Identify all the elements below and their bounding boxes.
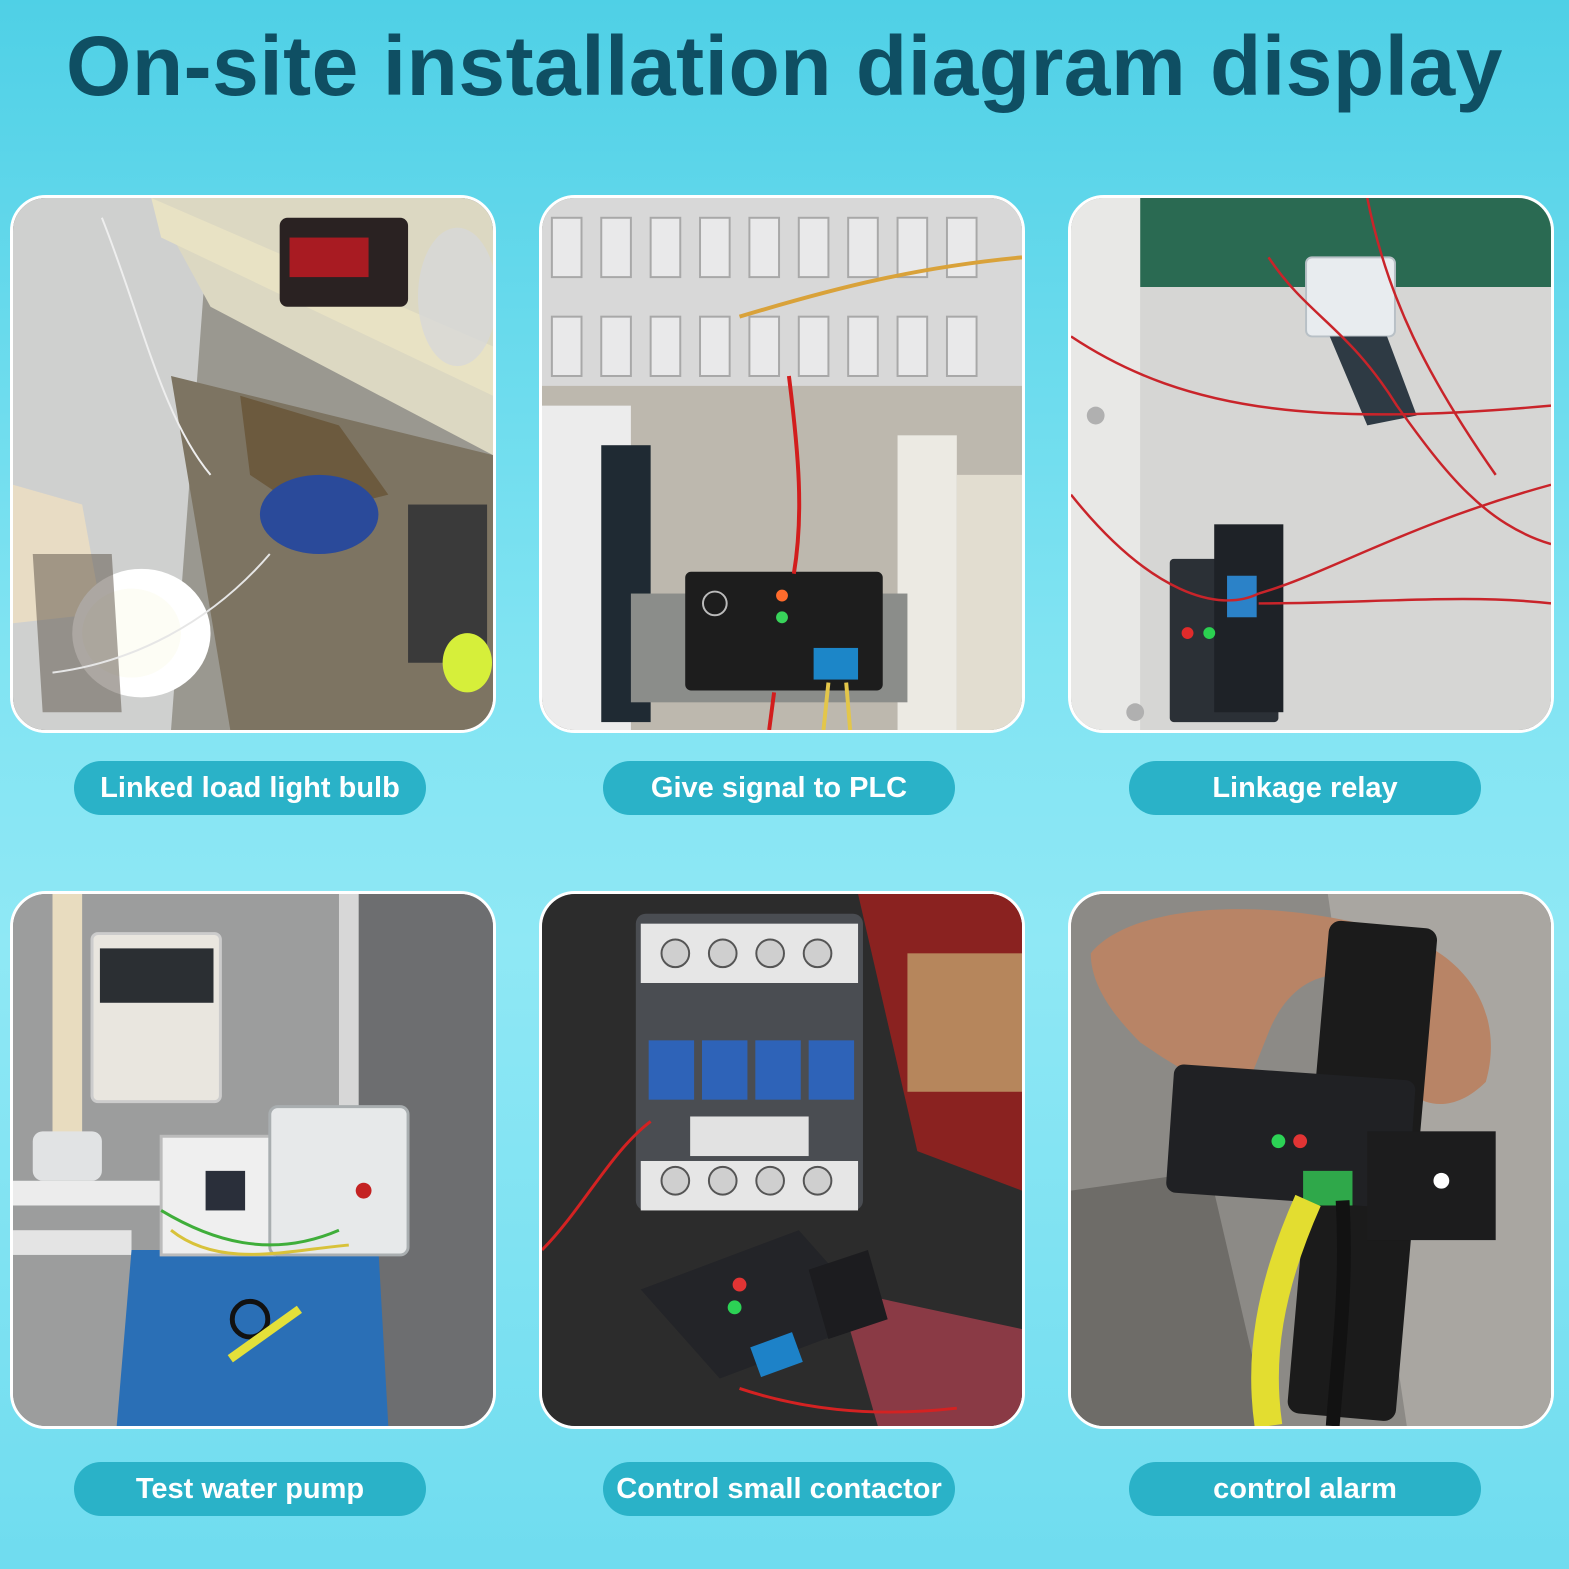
photo-control-alarm [1068,891,1554,1429]
page-title: On-site installation diagram display [66,19,1503,113]
label-control-alarm: control alarm [1129,1462,1481,1516]
photo-test-water-pump [10,891,496,1429]
label-test-water-pump: Test water pump [74,1462,426,1516]
photo-linked-load-light-bulb [10,195,496,733]
photo-control-small-contactor [539,891,1025,1429]
photo-give-signal-to-plc [539,195,1025,733]
photo-linkage-relay [1068,195,1554,733]
label-give-signal-to-plc: Give signal to PLC [603,761,955,815]
label-linkage-relay: Linkage relay [1129,761,1481,815]
label-control-small-contactor: Control small contactor [603,1462,955,1516]
label-linked-load-light-bulb: Linked load light bulb [74,761,426,815]
